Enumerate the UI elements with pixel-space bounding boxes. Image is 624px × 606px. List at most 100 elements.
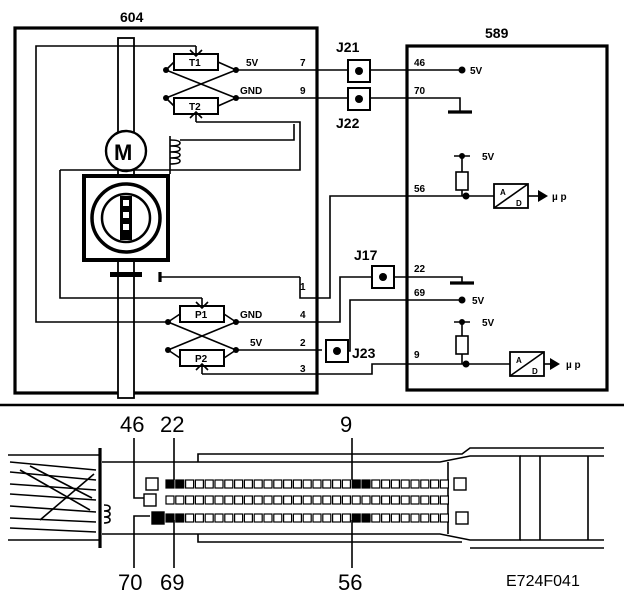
sensor-t2-label: T2 <box>189 102 201 113</box>
connector-pin <box>361 479 371 489</box>
supply-label-ref-upper: 5V <box>482 152 495 163</box>
connector-cavity <box>143 493 157 507</box>
connector-pin <box>390 479 400 489</box>
sensor-p1-label: P1 <box>195 310 208 321</box>
connector-cavity <box>455 511 469 525</box>
module-589: 589 46 5V 70 5V 56 A D µ p 22 69 5V 5V <box>405 25 609 392</box>
connector-pin <box>224 513 234 523</box>
connector-pin <box>312 479 322 489</box>
connector-pin <box>243 513 253 523</box>
connector-j23: J23 <box>325 339 376 363</box>
connector-pin <box>273 479 283 489</box>
connector-cavity <box>151 511 165 525</box>
p-cross-wiring <box>167 321 237 351</box>
module-604: 604 M <box>13 9 340 399</box>
connector-pin <box>194 479 204 489</box>
callout-70: 70 <box>118 570 142 595</box>
adc-lower-output: µ p <box>566 360 581 371</box>
figure-reference: E724F041 <box>506 573 580 590</box>
connector-j21: J21 <box>336 39 371 83</box>
connector-pin <box>351 479 361 489</box>
callout-22: 22 <box>160 412 184 437</box>
sensor-p2: P2 5V <box>165 338 263 374</box>
connector-pin <box>214 495 224 505</box>
mechanical-stop <box>110 272 300 282</box>
connector-pin <box>312 495 322 505</box>
resistor-lower <box>455 335 469 355</box>
connector-pin <box>292 479 302 489</box>
adc-upper: A D µ p <box>493 183 567 209</box>
connector-pin <box>439 513 449 523</box>
connector-pin <box>292 513 302 523</box>
pin-589-22: 22 <box>414 264 426 275</box>
connector-pin <box>302 513 312 523</box>
connector-pin <box>253 495 263 505</box>
wire-label-p2-5v: 5V <box>250 338 263 349</box>
connector-pin <box>361 513 371 523</box>
connector-pin <box>381 513 391 523</box>
connector-pin <box>332 513 342 523</box>
connector-pin <box>332 495 342 505</box>
return-spring <box>169 124 295 174</box>
connector-pin <box>410 495 420 505</box>
connector-pin <box>410 479 420 489</box>
connector-pin <box>322 479 332 489</box>
connector-pin <box>420 479 430 489</box>
pin-589-46: 46 <box>414 58 426 69</box>
connector-pin <box>430 479 440 489</box>
connector-pin <box>224 495 234 505</box>
supply-label-ref-lower: 5V <box>482 318 495 329</box>
connector-pin <box>381 479 391 489</box>
connector-pin <box>302 495 312 505</box>
connector-pin <box>253 479 263 489</box>
connector-pin <box>341 479 351 489</box>
p1-left-feed <box>35 276 168 323</box>
connector-pin <box>253 513 263 523</box>
connector-pin <box>194 495 204 505</box>
connector-pin <box>351 495 361 505</box>
t1-left-feed <box>35 45 196 276</box>
connector-pin <box>214 479 224 489</box>
connector-pin <box>224 479 234 489</box>
wire-pin2-69 <box>348 299 462 352</box>
resistor-upper <box>455 171 469 191</box>
pin-604-2: 2 <box>300 338 306 349</box>
connector-pin <box>263 513 273 523</box>
connector-pin <box>185 513 195 523</box>
connector-pin <box>263 479 273 489</box>
throttle-valve <box>82 174 170 262</box>
connector-pin <box>175 513 185 523</box>
connector-pin <box>165 495 175 505</box>
module-589-label: 589 <box>485 25 509 41</box>
connector-pin <box>351 513 361 523</box>
connector-pin <box>273 495 283 505</box>
connector-pin <box>234 479 244 489</box>
pin-604-1: 1 <box>300 282 306 293</box>
connector-pin <box>400 513 410 523</box>
connector-pin <box>439 479 449 489</box>
pin1-line <box>299 277 318 299</box>
connector-pin <box>332 479 342 489</box>
connector-pin <box>430 513 440 523</box>
sensor-t1: T1 5V <box>163 46 330 73</box>
connector-pin <box>292 495 302 505</box>
connector-pin <box>214 513 224 523</box>
connector-pin <box>175 479 185 489</box>
callout-69: 69 <box>160 570 184 595</box>
callout-9: 9 <box>340 412 352 437</box>
connector-j17: J17 <box>354 247 395 289</box>
connector-pin <box>204 479 214 489</box>
connector-pin <box>390 495 400 505</box>
adc-lower-bottom: D <box>532 367 538 376</box>
supply-label-pin69: 5V <box>472 296 485 307</box>
connector-pin <box>302 479 312 489</box>
adc-upper-output: µ p <box>552 192 567 203</box>
p1-top-feed <box>59 170 202 299</box>
wire-pin1-56 <box>318 195 466 299</box>
supply-label-pin46: 5V <box>470 66 483 77</box>
adc-upper-top: A <box>500 188 506 197</box>
connector-j17-label: J17 <box>354 247 378 263</box>
connector-pin <box>185 479 195 489</box>
connector-pin <box>204 495 214 505</box>
